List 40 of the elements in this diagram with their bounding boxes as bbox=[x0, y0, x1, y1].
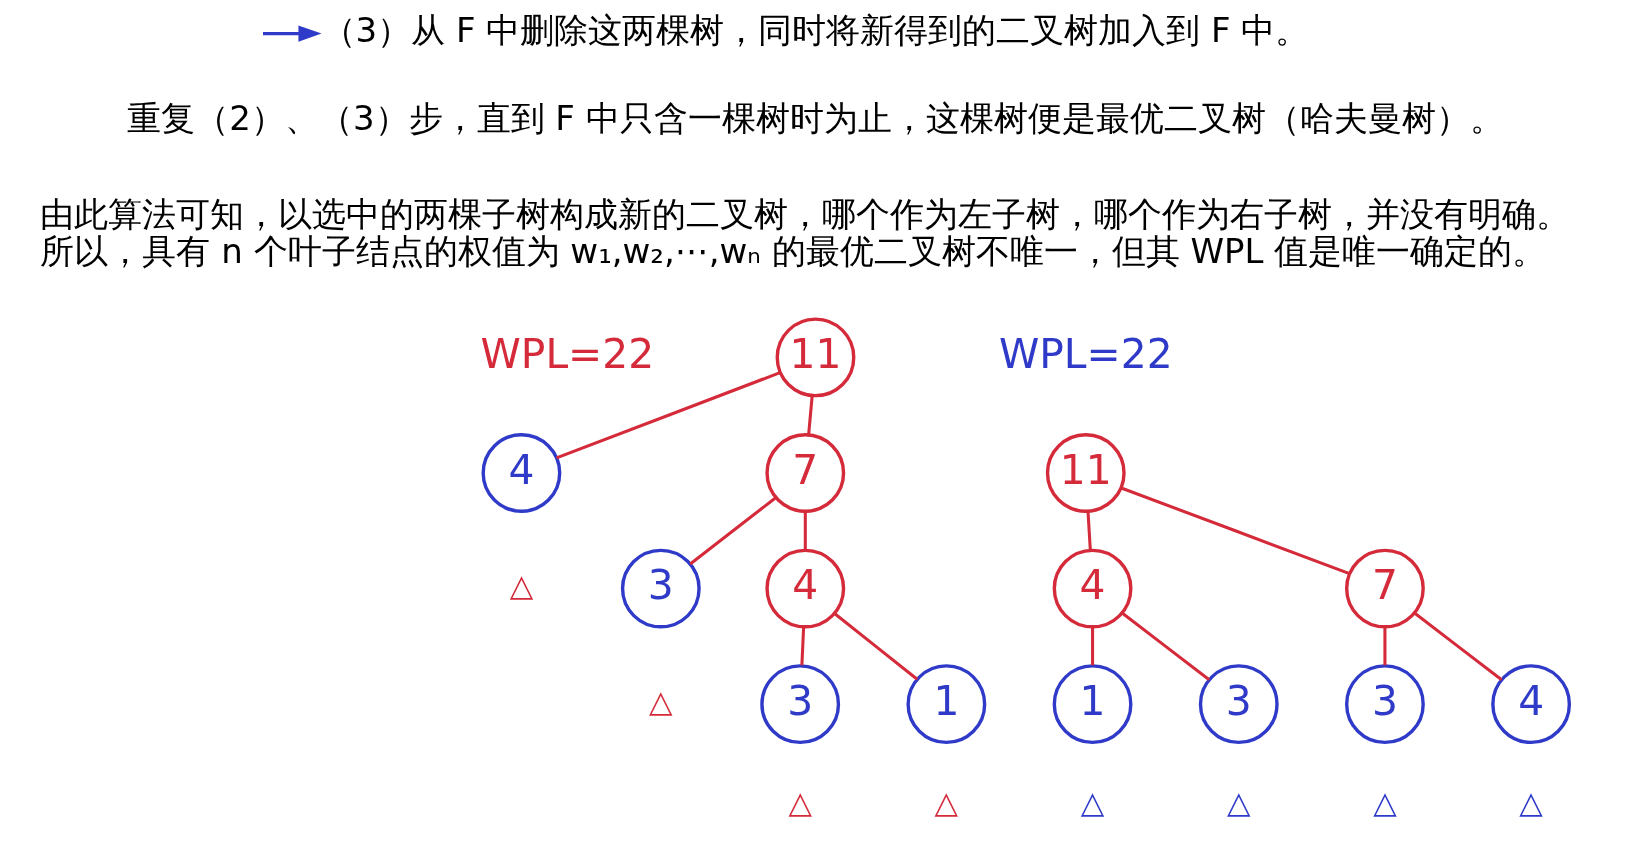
connector bbox=[1383, 627, 1387, 666]
node-circle: 1 bbox=[1052, 664, 1133, 745]
connector bbox=[1120, 486, 1351, 576]
node-circle: 3 bbox=[620, 548, 701, 629]
connector bbox=[833, 612, 919, 681]
connector bbox=[803, 511, 807, 550]
node-label: △ bbox=[1080, 784, 1105, 820]
node-label: △ bbox=[509, 568, 534, 604]
node-circle: 11 bbox=[1045, 433, 1126, 513]
connector bbox=[1086, 511, 1092, 550]
node-circle: 7 bbox=[765, 433, 846, 513]
connector bbox=[1121, 611, 1211, 681]
node-label: △ bbox=[1519, 784, 1543, 820]
label: WPL=22 bbox=[480, 329, 655, 378]
connector bbox=[1091, 627, 1095, 666]
node-circle: 1 bbox=[906, 664, 987, 745]
connector bbox=[689, 496, 777, 566]
node-circle: 7 bbox=[1345, 548, 1425, 629]
connector bbox=[800, 626, 806, 666]
connector bbox=[556, 371, 781, 460]
node-circle: 4 bbox=[481, 433, 562, 513]
connector bbox=[807, 395, 814, 435]
connector bbox=[1413, 611, 1503, 681]
node-circle: 3 bbox=[760, 664, 841, 745]
node-label: △ bbox=[1226, 784, 1251, 820]
node-circle: 4 bbox=[765, 548, 846, 629]
node-circle: 3 bbox=[1345, 664, 1425, 745]
node-circle: 3 bbox=[1198, 664, 1279, 745]
label: 重复（2）、（3）步，直到 F 中只含一棵树时为止，这棵树便是最优二叉树（哈夫曼树）。 bbox=[127, 98, 1504, 139]
node-circle: 4 bbox=[1052, 548, 1133, 629]
node-label: △ bbox=[649, 683, 673, 719]
node-circle: 4 bbox=[1491, 664, 1572, 745]
label: 由此算法可知，以选中的两棵子树构成新的二叉树，哪个作为左子树，哪个作为右子树，并没有明确。所以，具有 n 个叶子结点的权值为 w₁,w₂,⋯,wₙ 的最优二叉树不唯一，但其 WPL 值是唯一确定的。 bbox=[40, 193, 1571, 272]
arrow bbox=[263, 25, 322, 42]
node-label: △ bbox=[1373, 784, 1397, 820]
node-label: △ bbox=[934, 784, 959, 820]
node-text: （3）从 F 中删除这两棵树，同时将新得到的二叉树加入到 F 中。 bbox=[321, 10, 1310, 51]
node-circle: 11 bbox=[775, 317, 856, 398]
label: WPL=22 bbox=[998, 329, 1173, 378]
node-label: △ bbox=[788, 784, 812, 820]
